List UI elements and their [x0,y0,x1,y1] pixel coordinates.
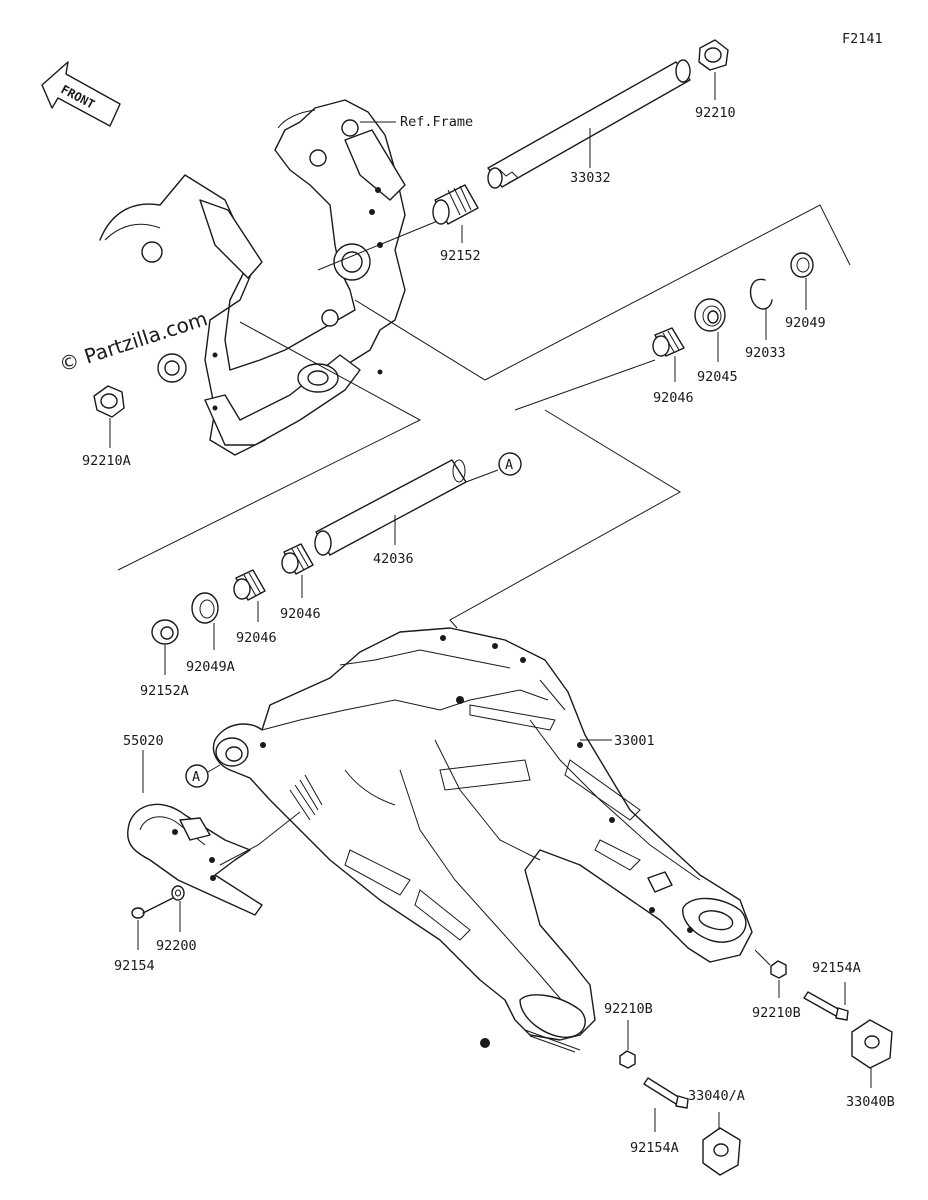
part-92210a-nut [93,385,125,418]
part-92210b-nut-right [770,960,787,979]
svg-text:A: A [505,457,513,473]
part-33032-pivot-shaft [487,59,691,189]
label-92046-low: 92046 [236,630,277,646]
label-92046-top: 92046 [653,390,694,406]
svg-text:A: A [192,769,200,785]
label-33040b: 33040B [846,1094,895,1110]
ref-frame-label: Ref.Frame [400,114,473,130]
part-92152a-collar [151,619,179,645]
label-92210: 92210 [695,105,736,121]
part-92045-bearing [694,298,726,332]
part-55020-chain-guard [127,803,263,916]
part-92033-circlip [749,278,773,310]
figure-code: F2141 [842,31,883,47]
part-92152-collar [432,184,479,225]
label-92210a: 92210A [82,453,131,469]
label-33032: 33032 [570,170,611,186]
part-92049a-seal [191,592,219,624]
label-92210b-low: 92210B [604,1001,653,1017]
part-92046-bearing-mid [281,543,314,575]
label-92049: 92049 [785,315,826,331]
part-33040b-adjuster [851,1019,893,1069]
front-arrow-icon: FRONT [41,61,121,127]
part-92154-bolt [131,896,176,919]
part-42036-sleeve [314,459,467,556]
label-92049a: 92049A [186,659,235,675]
part-92200-washer [171,885,185,901]
label-55020: 55020 [123,733,164,749]
label-92154a-right: 92154A [812,960,861,976]
ref-marker-a-lower: A [185,764,209,788]
part-92154a-bolt-low [643,1077,689,1109]
label-92154a-low: 92154A [630,1140,679,1156]
label-92045: 92045 [697,369,738,385]
part-92210-nut [698,39,729,71]
label-92046-mid: 92046 [280,606,321,622]
label-33040a: 33040/A [688,1088,745,1104]
part-33040a-adjuster [702,1127,741,1176]
label-42036: 42036 [373,551,414,567]
watermark: © Partzilla.com [56,306,210,377]
part-92046-bearing-low [233,569,266,601]
part-92154a-bolt-right [803,991,849,1021]
ref-marker-a-upper: A [498,452,522,476]
part-92210b-nut-low [619,1050,636,1069]
part-92049-seal [790,252,814,278]
label-92152a: 92152A [140,683,189,699]
label-92154: 92154 [114,958,155,974]
label-33001: 33001 [614,733,655,749]
part-33001-swingarm [212,627,753,1053]
label-92033: 92033 [745,345,786,361]
part-92046-bearing-top [652,327,685,357]
label-92152: 92152 [440,248,481,264]
label-92200: 92200 [156,938,197,954]
frame-section: Ref.Frame [99,99,473,456]
label-92210b-right: 92210B [752,1005,801,1021]
